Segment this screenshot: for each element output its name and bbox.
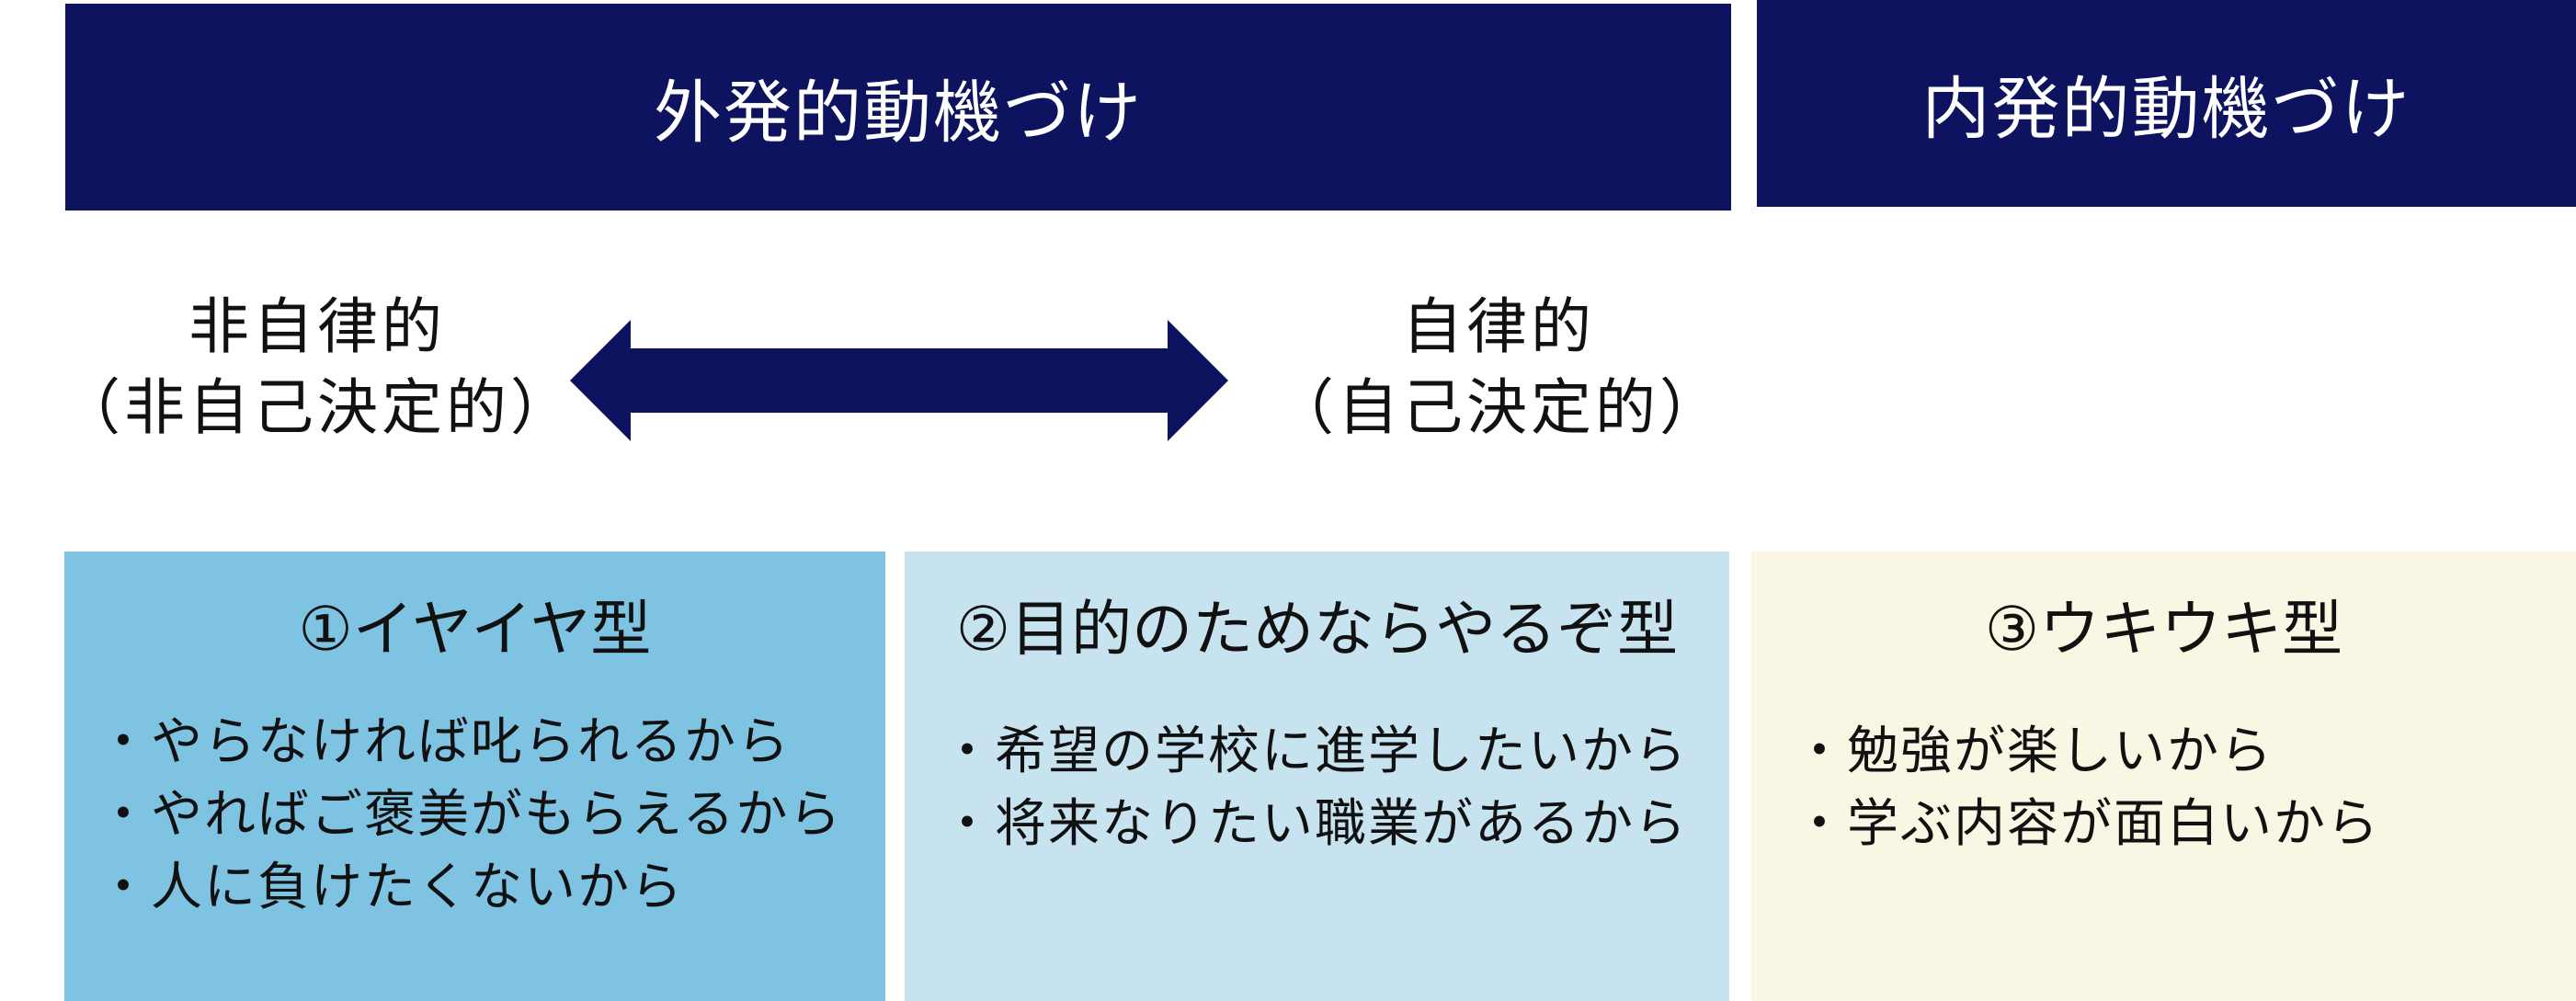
- reason-item: ・将来なりたい職業があるから: [941, 794, 1688, 854]
- type-box-2: ②目的のためならやるぞ型 ・希望の学校に進学したいから ・将来なりたい職業がある…: [905, 552, 1729, 1001]
- header-extrinsic-motivation: 外発的動機づけ: [65, 4, 1731, 210]
- scale-right-line2: （自己決定的）: [1273, 372, 1724, 443]
- header-intrinsic-label: 内発的動機づけ: [1921, 70, 2411, 149]
- reason-item: ・希望の学校に進学したいから: [941, 722, 1688, 781]
- reason-item: ・やらなければ叱られるから: [97, 712, 791, 772]
- type-title-2: ②目的のためならやるぞ型: [955, 594, 1679, 665]
- scale-right-label: 自律的 （自己決定的）: [1241, 287, 1756, 449]
- type-title-3: ③ウキウキ型: [1984, 594, 2343, 665]
- reason-list-3: ・勉強が楽しいから ・学ぶ内容が面白いから: [1794, 715, 2380, 860]
- scale-right-line1: 自律的: [1402, 291, 1595, 362]
- header-extrinsic-label: 外発的動機づけ: [654, 74, 1143, 153]
- double-arrow-shape: [570, 320, 1228, 441]
- reason-item: ・やればご褒美がもらえるから: [97, 785, 843, 845]
- reason-list-1: ・やらなければ叱られるから ・やればご褒美がもらえるから ・人に負けたくないから: [97, 706, 842, 924]
- reason-item: ・人に負けたくないから: [97, 858, 684, 917]
- header-intrinsic-motivation: 内発的動機づけ: [1757, 0, 2576, 207]
- type-title-1: ①イヤイヤ型: [298, 594, 652, 665]
- type-box-3: ③ウキウキ型 ・勉強が楽しいから ・学ぶ内容が面白いから: [1751, 552, 2576, 1001]
- scale-left-label: 非自律的 （非自己決定的）: [37, 287, 598, 449]
- reason-item: ・勉強が楽しいから: [1794, 722, 2274, 781]
- type-box-1: ①イヤイヤ型 ・やらなければ叱られるから ・やればご褒美がもらえるから ・人に負…: [64, 552, 885, 1001]
- reason-list-2: ・希望の学校に進学したいから ・将来なりたい職業があるから: [941, 715, 1688, 860]
- reason-item: ・学ぶ内容が面白いから: [1794, 794, 2380, 854]
- double-arrow-icon: [570, 320, 1228, 441]
- scale-left-line1: 非自律的: [188, 291, 446, 362]
- scale-left-line2: （非自己決定的）: [60, 372, 575, 443]
